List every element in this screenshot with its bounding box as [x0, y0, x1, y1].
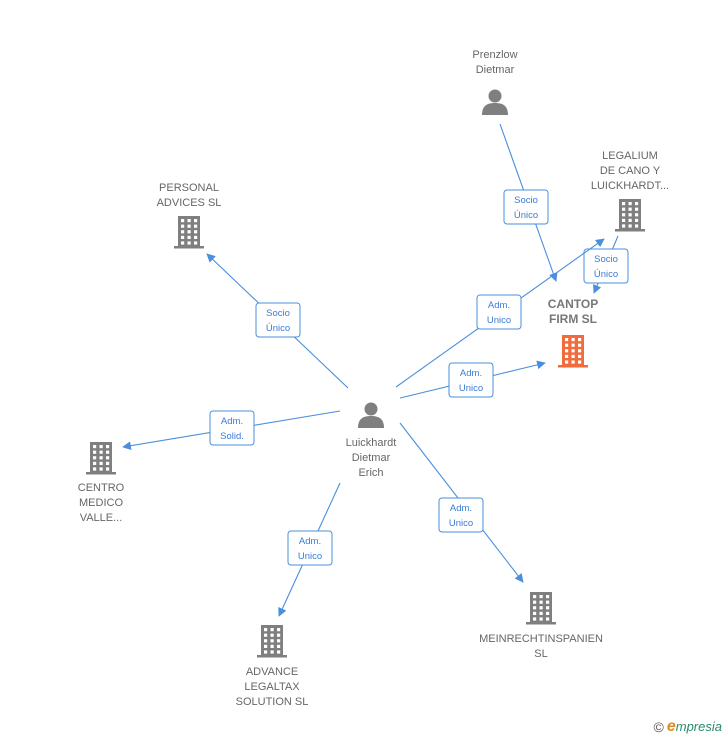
edge-luickhardt-to-cantop: Adm. Unico	[399, 360, 546, 399]
edge-role-label[interactable]: Adm. Unico	[287, 530, 333, 566]
node-label: Luickhardt	[346, 437, 397, 449]
edges-layer: SocioÚnicoSocioÚnicoSocioÚnicoAdm.UnicoA…	[122, 123, 629, 617]
edge-luickhardt-to-advance: Adm. Unico	[278, 482, 341, 617]
node-personal[interactable]: PERSONAL ADVICES SL	[157, 182, 222, 249]
edge-role-text: Solid.	[220, 431, 244, 442]
edge-role-text: Único	[266, 323, 290, 334]
node-label: Erich	[358, 467, 383, 479]
node-label: Prenzlow	[472, 49, 517, 61]
edge-role-label[interactable]: Adm. Unico	[438, 497, 484, 533]
node-label: ADVICES SL	[157, 197, 222, 209]
node-advance[interactable]: ADVANCE LEGALTAX SOLUTION SL	[236, 625, 309, 708]
node-centro[interactable]: CENTRO MEDICO VALLE...	[78, 442, 125, 524]
building-icon[interactable]	[174, 216, 204, 249]
footer-brand: © empresia	[654, 718, 722, 736]
edge-role-text: Unico	[459, 383, 483, 394]
edge-role-text: Adm.	[450, 503, 472, 514]
node-label: SL	[534, 648, 547, 660]
node-label: FIRM SL	[549, 312, 597, 326]
node-label: CANTOP	[548, 297, 598, 311]
node-label: MEDICO	[79, 497, 123, 509]
node-label: MEINRECHTINSPANIEN	[479, 633, 603, 645]
edge-role-text: Único	[514, 210, 538, 221]
edge-role-text: Adm.	[299, 536, 321, 547]
person-icon[interactable]	[482, 89, 508, 116]
edge-role-text: Adm.	[221, 416, 243, 427]
building-icon[interactable]	[526, 592, 556, 625]
node-label: Dietmar	[476, 64, 515, 76]
edge-role-text: Socio	[266, 308, 290, 319]
building-icon[interactable]	[615, 199, 645, 232]
node-label: CENTRO	[78, 482, 125, 494]
node-label: LEGALTAX	[244, 681, 300, 693]
copyright-symbol: ©	[653, 719, 664, 735]
edge-role-text: Único	[594, 269, 618, 280]
building-icon[interactable]	[257, 625, 287, 658]
node-label: ADVANCE	[246, 666, 298, 678]
node-meinrecht[interactable]: MEINRECHTINSPANIEN SL	[479, 592, 603, 660]
building-icon[interactable]	[558, 335, 588, 368]
node-label: SOLUTION SL	[236, 696, 309, 708]
edge-role-text: Unico	[298, 551, 322, 562]
edge-role-text: Unico	[449, 518, 473, 529]
edge-role-text: Socio	[594, 254, 618, 265]
edge-role-label[interactable]: Adm. Unico	[476, 294, 522, 330]
node-label: LUICKHARDT...	[591, 180, 669, 192]
building-icon[interactable]	[86, 442, 116, 475]
edge-luickhardt-to-legalium: Adm. Unico	[395, 238, 605, 388]
person-icon[interactable]	[358, 402, 384, 429]
node-legalium[interactable]: LEGALIUM DE CANO Y LUICKHARDT...	[591, 150, 669, 232]
edge-role-text: Socio	[514, 195, 538, 206]
node-label: PERSONAL	[159, 182, 219, 194]
edge-luickhardt-to-centro: Adm. Solid.	[122, 410, 341, 451]
edge-luickhardt-to-meinrecht: Adm. Unico	[399, 422, 524, 583]
edge-role-text: Adm.	[488, 300, 510, 311]
empresia-logo[interactable]: empresia	[666, 718, 722, 735]
edge-role-text: Unico	[487, 315, 511, 326]
node-label: VALLE...	[80, 512, 123, 524]
node-label: DE CANO Y	[600, 165, 661, 177]
edge-role-label[interactable]: Adm. Solid.	[209, 410, 255, 446]
edge-role-label[interactable]: Adm. Unico	[448, 362, 494, 398]
node-label: Dietmar	[352, 452, 391, 464]
node-label: LEGALIUM	[602, 150, 658, 162]
edge-role-text: Adm.	[460, 368, 482, 379]
